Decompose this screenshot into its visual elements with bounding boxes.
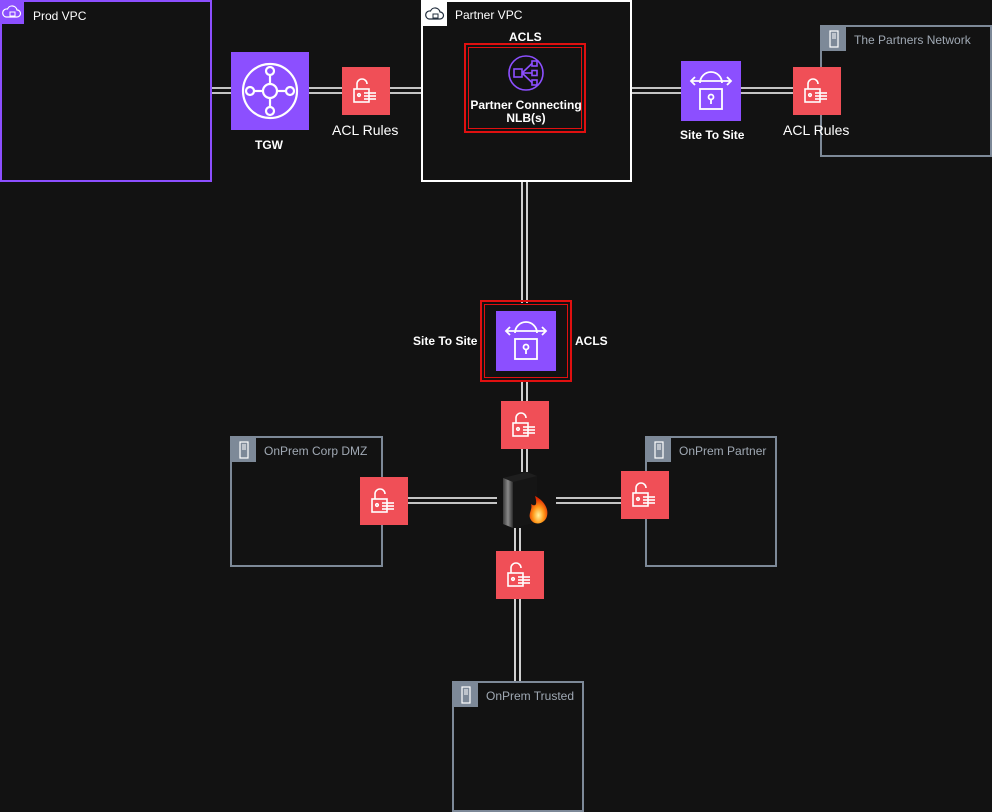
server-icon xyxy=(232,438,256,462)
group-title: Partner VPC xyxy=(455,8,523,22)
acl-node-onprem-trusted[interactable] xyxy=(496,551,544,599)
acl-node-left[interactable] xyxy=(342,67,390,115)
acl-node-right[interactable] xyxy=(793,67,841,115)
group-title: OnPrem Trusted xyxy=(486,689,575,703)
vpn-node-middle[interactable] xyxy=(496,311,556,371)
vpn-highlight xyxy=(480,300,572,382)
cloud-lock-icon xyxy=(423,2,447,26)
acl-rules-label-left: ACL Rules xyxy=(332,122,399,138)
acl-node-above-firewall[interactable] xyxy=(501,401,549,449)
acls-label-middle: ACLS xyxy=(575,334,608,348)
site-to-site-label-top: Site To Site xyxy=(680,128,745,142)
group-onprem-partner[interactable]: OnPrem Partner xyxy=(645,436,777,567)
site-to-site-vpn-icon xyxy=(689,71,733,110)
group-title: The Partners Network xyxy=(854,33,971,47)
tgw-label: TGW xyxy=(255,138,283,152)
tgw-node[interactable] xyxy=(231,52,309,130)
group-partner-vpc[interactable]: Partner VPC xyxy=(421,0,632,182)
site-to-site-vpn-icon xyxy=(504,321,548,360)
acl-rules-label-right: ACL Rules xyxy=(783,122,850,138)
acl-node-corp-dmz[interactable] xyxy=(360,477,408,525)
nlb-highlight[interactable] xyxy=(464,43,586,133)
acl-lock-icon xyxy=(804,78,827,103)
group-prod-vpc[interactable]: Prod VPC xyxy=(0,0,212,182)
acl-lock-icon xyxy=(632,482,655,507)
acl-node-onprem-partner[interactable] xyxy=(621,471,669,519)
nlb-label: Partner Connecting NLB(s) xyxy=(470,98,582,125)
transit-gateway-icon xyxy=(241,62,299,120)
acl-lock-icon xyxy=(507,562,530,587)
cloud-lock-icon xyxy=(0,0,24,24)
acl-lock-icon xyxy=(353,78,376,103)
server-icon xyxy=(454,683,478,707)
group-title: OnPrem Corp DMZ xyxy=(264,444,368,458)
firewall-icon[interactable] xyxy=(497,470,553,528)
network-load-balancer-icon xyxy=(508,55,544,91)
server-icon xyxy=(647,438,671,462)
acl-lock-icon xyxy=(512,412,535,437)
vpn-node-top[interactable] xyxy=(681,61,741,121)
group-title: OnPrem Partner xyxy=(679,444,767,458)
acl-lock-icon xyxy=(371,488,394,513)
server-icon xyxy=(822,27,846,51)
group-onprem-trusted[interactable]: OnPrem Trusted xyxy=(452,681,584,812)
site-to-site-label-middle: Site To Site xyxy=(413,334,478,348)
acls-label-top: ACLS xyxy=(509,30,542,44)
group-title: Prod VPC xyxy=(33,9,87,23)
